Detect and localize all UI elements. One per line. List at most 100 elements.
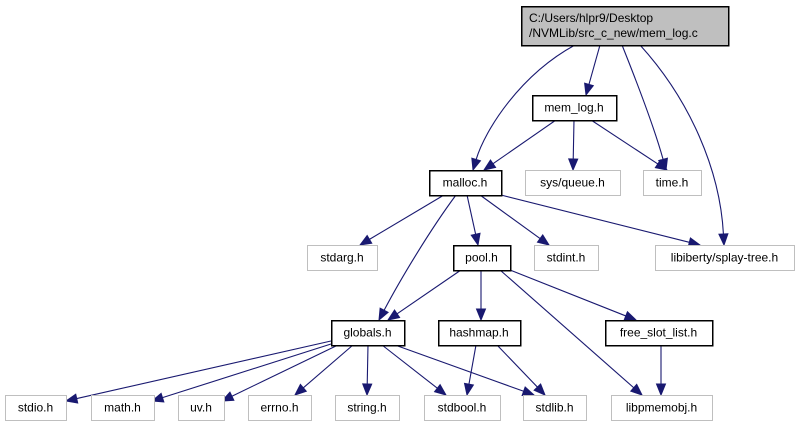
edge-malloc_h-to-stdint_h bbox=[479, 194, 551, 246]
edge-line bbox=[509, 269, 626, 317]
node-label: sys/queue.h bbox=[540, 176, 605, 190]
edge-line bbox=[621, 44, 664, 160]
arrowhead-icon bbox=[482, 159, 497, 171]
node-math-h: math.h bbox=[91, 395, 155, 421]
edge-line bbox=[466, 194, 477, 235]
arrowhead-icon bbox=[584, 82, 595, 97]
arrowhead-icon bbox=[64, 393, 79, 404]
edge-hashmap_h-to-stdbool_h bbox=[463, 344, 477, 397]
node-box bbox=[307, 245, 378, 271]
node-globals-h[interactable]: globals.h bbox=[330, 319, 406, 347]
arrowhead-icon bbox=[293, 383, 308, 396]
arrowhead-icon bbox=[386, 309, 401, 321]
edge-globals_h-to-errno_h bbox=[293, 344, 354, 396]
arrowhead-icon bbox=[718, 233, 729, 247]
arrowhead-icon bbox=[358, 234, 373, 246]
node-free-slot-list-h[interactable]: free_slot_list.h bbox=[604, 319, 714, 347]
arrowhead-icon bbox=[475, 308, 487, 322]
node-label: /NVMLib/src_c_new/mem_log.c bbox=[529, 26, 698, 40]
arrowhead-icon bbox=[463, 382, 475, 397]
node-stdint-h: stdint.h bbox=[534, 245, 599, 271]
edge-line bbox=[475, 44, 576, 160]
node-box bbox=[525, 170, 621, 196]
edge-line bbox=[302, 344, 354, 389]
node-box bbox=[531, 94, 618, 122]
arrowhead-icon bbox=[470, 232, 481, 247]
node-stdlib-h: stdlib.h bbox=[523, 395, 587, 421]
arrowhead-icon bbox=[471, 157, 482, 172]
edge-line bbox=[381, 344, 438, 389]
node-label: malloc.h bbox=[443, 176, 488, 190]
node-label: globals.h bbox=[343, 326, 391, 340]
node-label: libiberty/splay-tree.h bbox=[671, 251, 778, 265]
edge-line bbox=[590, 119, 659, 165]
edge-pool_h-to-hashmap_h bbox=[475, 270, 487, 322]
node-label: pool.h bbox=[465, 251, 498, 265]
arrowhead-icon bbox=[567, 158, 579, 172]
node-label: libpmemobj.h bbox=[626, 401, 697, 415]
node-label: free_slot_list.h bbox=[620, 326, 697, 340]
node-label: errno.h bbox=[260, 401, 298, 415]
edge-line bbox=[572, 119, 575, 160]
edge-line bbox=[639, 44, 724, 235]
node-box bbox=[424, 395, 501, 421]
edge-root-to-splay_tree_h bbox=[639, 44, 729, 247]
nodes-layer: C:/Users/hlpr9/Desktop/NVMLib/src_c_new/… bbox=[5, 5, 795, 421]
node-box bbox=[611, 395, 713, 421]
node-label: math.h bbox=[104, 401, 141, 415]
edge-mem_log_h-to-time_h bbox=[590, 119, 669, 171]
node-mem-log-h[interactable]: mem_log.h bbox=[531, 94, 618, 122]
node-root[interactable]: C:/Users/hlpr9/Desktop/NVMLib/src_c_new/… bbox=[520, 5, 730, 47]
node-stdarg-h: stdarg.h bbox=[307, 245, 378, 271]
edge-pool_h-to-libpmemobj_h bbox=[499, 269, 643, 396]
node-label: mem_log.h bbox=[544, 101, 603, 115]
edge-malloc_h-to-globals_h bbox=[378, 194, 457, 322]
node-box bbox=[248, 395, 312, 421]
arrowhead-icon bbox=[623, 310, 638, 321]
node-label: C:/Users/hlpr9/Desktop bbox=[529, 11, 653, 25]
node-malloc-h[interactable]: malloc.h bbox=[428, 169, 503, 197]
edge-root-to-malloc_h bbox=[471, 44, 576, 172]
node-stdbool-h: stdbool.h bbox=[424, 395, 501, 421]
arrowhead-icon bbox=[654, 159, 669, 171]
arrowhead-icon bbox=[521, 386, 536, 397]
arrowhead-icon bbox=[378, 307, 389, 322]
node-box bbox=[91, 395, 155, 421]
edge-line bbox=[394, 344, 524, 392]
node-box bbox=[604, 319, 714, 347]
node-box bbox=[428, 169, 503, 197]
edge-mem_log_h-to-malloc_h bbox=[482, 119, 557, 171]
node-label: stdbool.h bbox=[438, 401, 487, 415]
edge-hashmap_h-to-stdlib_h bbox=[496, 344, 546, 396]
edge-line bbox=[588, 44, 601, 85]
edge-globals_h-to-string_h bbox=[361, 344, 373, 397]
node-uv-h: uv.h bbox=[178, 395, 225, 421]
node-box bbox=[520, 5, 730, 47]
arrowhead-icon bbox=[433, 383, 448, 396]
node-libpmemobj-h: libpmemobj.h bbox=[611, 395, 713, 421]
edge-pool_h-to-globals_h bbox=[386, 269, 462, 321]
arrowhead-icon bbox=[536, 234, 551, 246]
node-box bbox=[5, 395, 67, 421]
edge-line bbox=[383, 194, 457, 311]
edge-line bbox=[499, 269, 635, 389]
node-box bbox=[330, 319, 406, 347]
edge-globals_h-to-stdbool_h bbox=[381, 344, 448, 396]
arrowhead-icon bbox=[361, 383, 373, 397]
edge-line bbox=[479, 194, 541, 239]
arrowhead-icon bbox=[655, 383, 667, 397]
node-errno-h: errno.h bbox=[248, 395, 312, 421]
edge-free_slot_list_h-to-libpmemobj_h bbox=[655, 345, 667, 397]
node-hashmap-h[interactable]: hashmap.h bbox=[437, 319, 522, 347]
edges-layer bbox=[64, 44, 729, 404]
edge-globals_h-to-uv_h bbox=[220, 344, 339, 402]
edge-line bbox=[468, 344, 477, 385]
node-string-h: string.h bbox=[335, 395, 400, 421]
node-time-h: time.h bbox=[643, 170, 702, 196]
edge-line bbox=[76, 340, 332, 400]
node-label: stdlib.h bbox=[535, 401, 573, 415]
node-label: uv.h bbox=[190, 401, 212, 415]
node-pool-h[interactable]: pool.h bbox=[452, 244, 512, 272]
node-label: stdio.h bbox=[18, 401, 53, 415]
